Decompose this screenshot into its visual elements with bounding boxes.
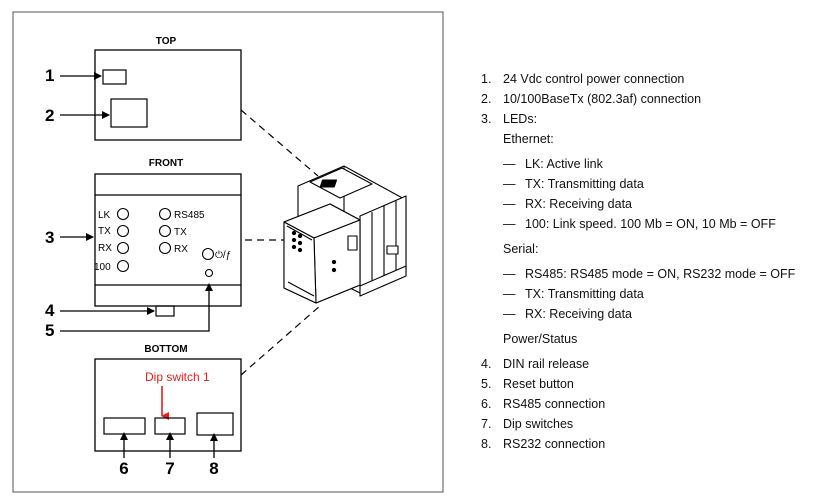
- callout-8: 8: [209, 459, 218, 478]
- callout-6: 6: [119, 459, 128, 478]
- callout-1: 1: [45, 66, 54, 85]
- rs485-connector: [103, 417, 146, 435]
- legend-num: 2.: [481, 92, 492, 106]
- power-connector: [102, 69, 127, 85]
- legend-num: 4.: [481, 357, 492, 371]
- led-label-rs485: RS485: [174, 210, 205, 221]
- legend-text: 24 Vdc control power connection: [503, 72, 685, 86]
- callout-3: 3: [45, 228, 54, 247]
- callout-5: 5: [45, 321, 54, 340]
- dip-switches: [154, 417, 186, 435]
- serial-item-rs485: — RS485: RS485 mode = ON, RS232 mode = OF…: [481, 264, 826, 284]
- legend-text: DIN rail release: [503, 357, 590, 371]
- led-serial-rx: [158, 241, 172, 255]
- bottom-view-leader: [240, 304, 322, 376]
- ethernet-text: 100: Link speed. 100 Mb = ON, 10 Mb = OF…: [525, 217, 776, 231]
- serial-text: RX: Receiving data: [525, 307, 633, 321]
- legend-item-4: 4. DIN rail release: [481, 354, 826, 374]
- ethernet-text: LK: Active link: [525, 157, 603, 171]
- legend: 1. 24 Vdc control power connection 2. 10/1…: [481, 69, 826, 454]
- bottom-view-box: [94, 358, 242, 452]
- device-isometric-view: [283, 165, 407, 304]
- legend-item-1: 1. 24 Vdc control power connection: [481, 69, 826, 89]
- legend-num: 8.: [481, 437, 492, 451]
- ethernet-item-rx: — RX: Receiving data: [481, 194, 826, 214]
- dash: —: [503, 217, 516, 231]
- top-view-box: [94, 49, 242, 141]
- led-label-serial-rx: RX: [174, 244, 188, 255]
- rs232-connector: [196, 412, 234, 436]
- dash: —: [503, 157, 516, 171]
- legend-num: 5.: [481, 377, 492, 391]
- ethernet-connector: [110, 98, 148, 128]
- legend-text: RS485 connection: [503, 397, 606, 411]
- top-view-leader: [240, 109, 319, 177]
- legend-text: Dip switches: [503, 417, 574, 431]
- ethernet-item-tx: — TX: Transmitting data: [481, 174, 826, 194]
- led-power-status: [201, 247, 215, 261]
- legend-num: 6.: [481, 397, 492, 411]
- bottom-title: BOTTOM: [144, 344, 187, 355]
- serial-header: Serial:: [503, 242, 539, 256]
- power-status-header: Power/Status: [503, 332, 578, 346]
- led-tx: [116, 224, 130, 238]
- ethernet-item-lk: — LK: Active link: [481, 154, 826, 174]
- front-title: FRONT: [149, 158, 183, 169]
- led-lk: [116, 207, 130, 221]
- led-100: [116, 259, 130, 273]
- dash: —: [503, 267, 516, 281]
- din-rail-release: [155, 305, 175, 317]
- legend-num: 1.: [481, 72, 492, 86]
- led-label-100: 100: [94, 262, 111, 273]
- legend-text: LEDs:: [503, 112, 538, 126]
- legend-text: RS232 connection: [503, 437, 606, 451]
- led-rs485: [158, 207, 172, 221]
- legend-item-8: 8. RS232 connection: [481, 434, 826, 454]
- legend-item-5: 5. Reset button: [481, 374, 826, 394]
- callout-7: 7: [165, 459, 174, 478]
- legend-item-6: 6. RS485 connection: [481, 394, 826, 414]
- dash: —: [503, 287, 516, 301]
- serial-text: TX: Transmitting data: [525, 287, 644, 301]
- serial-item-tx: — TX: Transmitting data: [481, 284, 826, 304]
- serial-item-rx: — RX: Receiving data: [481, 304, 826, 324]
- ethernet-header: Ethernet:: [503, 132, 554, 146]
- led-rx: [116, 241, 130, 255]
- reset-button: [204, 268, 214, 278]
- ethernet-item-100: — 100: Link speed. 100 Mb = ON, 10 Mb = O…: [481, 214, 826, 234]
- legend-text: 10/100BaseTx (802.3af) connection: [503, 92, 702, 106]
- led-label-tx: TX: [98, 226, 111, 237]
- legend-num: 3.: [481, 112, 492, 126]
- figure-frame: [12, 11, 444, 493]
- callout-5-leader: [60, 283, 213, 332]
- dash: —: [503, 197, 516, 211]
- serial-text: RS485: RS485 mode = ON, RS232 mode = OFF: [525, 267, 796, 281]
- led-label-serial-tx: TX: [174, 227, 187, 238]
- led-label-rx: RX: [98, 243, 112, 254]
- ethernet-text: RX: Receiving data: [525, 197, 633, 211]
- top-title: TOP: [156, 36, 177, 47]
- legend-num: 7.: [481, 417, 492, 431]
- callout-2: 2: [45, 106, 54, 125]
- dash: —: [503, 307, 516, 321]
- power-status-symbol: ⏻/ƒ: [215, 250, 231, 261]
- led-serial-tx: [158, 224, 172, 238]
- ethernet-text: TX: Transmitting data: [525, 177, 644, 191]
- front-view-box: [94, 173, 242, 307]
- led-label-lk: LK: [98, 210, 111, 221]
- dash: —: [503, 177, 516, 191]
- dip-switch-label: Dip switch 1: [145, 370, 210, 384]
- legend-text: Reset button: [503, 377, 574, 391]
- legend-item-2: 2. 10/100BaseTx (802.3af) connection: [481, 89, 826, 109]
- legend-item-3: 3. LEDs:: [481, 109, 826, 129]
- legend-item-7: 7. Dip switches: [481, 414, 826, 434]
- callout-4: 4: [45, 301, 55, 320]
